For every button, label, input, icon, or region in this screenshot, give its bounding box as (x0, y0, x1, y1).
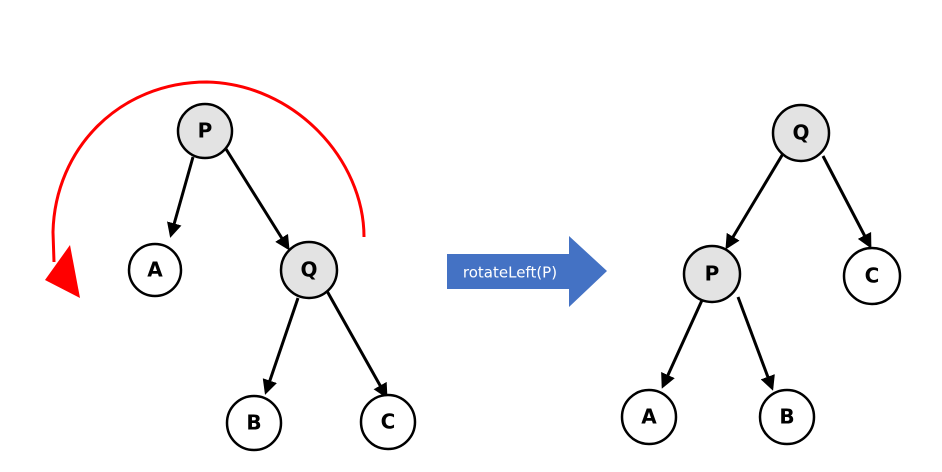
before-node-c-label: C (381, 410, 396, 434)
after-node-c: C (842, 246, 902, 306)
after-node-c-label: C (865, 264, 880, 288)
operation-arrow-shape (447, 236, 607, 307)
before-node-b: B (225, 394, 283, 452)
operation-label: rotateLeft(P) (463, 264, 557, 282)
after-node-q-label: Q (792, 121, 809, 145)
after-tree-edges (661, 151, 872, 391)
before-node-a-label: A (147, 258, 163, 282)
after-node-q: Q (771, 103, 831, 163)
edge-q-b (262, 297, 300, 395)
after-node-b: B (758, 388, 816, 446)
after-node-a-label: A (641, 405, 657, 429)
before-node-a: A (127, 242, 183, 298)
before-node-q-label: Q (300, 258, 317, 282)
rotation-arrowhead (45, 245, 80, 298)
edge-p-b-after (736, 296, 775, 391)
before-node-q: Q (279, 240, 339, 300)
before-node-p-label: P (198, 119, 213, 143)
edge-q-c-after (821, 155, 872, 249)
before-tree-edges (167, 148, 388, 399)
edge-p-a (167, 156, 195, 238)
before-node-c: C (359, 393, 417, 451)
before-tree-nodes: P A Q B C (127, 102, 417, 452)
edge-p-a-after (661, 297, 705, 389)
after-node-b-label: B (779, 405, 794, 429)
after-tree-nodes: Q P C A B (620, 103, 902, 446)
edge-q-p (725, 151, 786, 250)
before-node-p: P (176, 102, 234, 160)
after-node-a: A (620, 388, 678, 446)
edge-p-q (224, 148, 290, 251)
rotation-arc (51, 80, 366, 263)
rotation-arrow (45, 80, 366, 298)
after-node-p: P (682, 244, 742, 304)
edge-q-c (325, 290, 388, 399)
before-node-b-label: B (246, 411, 261, 435)
operation-arrow: rotateLeft(P) (447, 236, 607, 307)
after-node-p-label: P (705, 262, 720, 286)
